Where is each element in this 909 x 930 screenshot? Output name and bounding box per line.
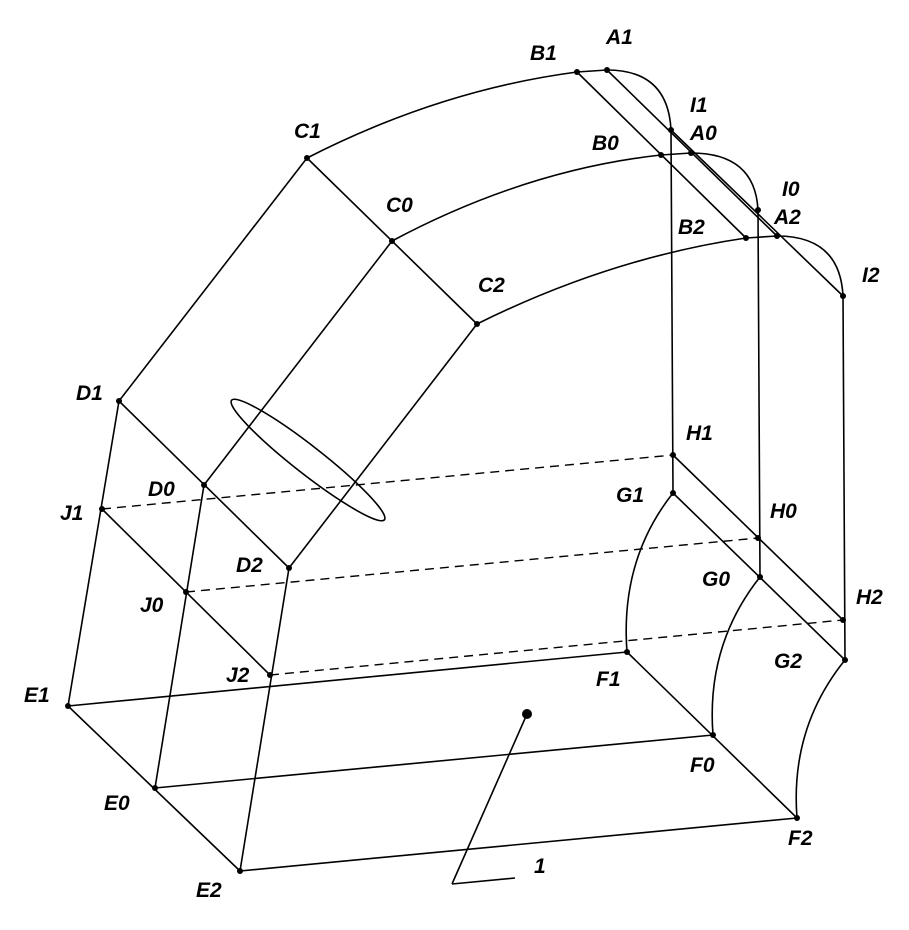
label-h2: H2 [856, 586, 883, 609]
point-c0 [389, 238, 395, 244]
point-c1 [304, 155, 310, 161]
point-g2 [842, 657, 848, 663]
point-a2 [774, 233, 780, 239]
point-f1 [624, 649, 630, 655]
edge-b2-a2 [745, 235, 778, 239]
leader-underline [451, 877, 516, 885]
leader-line [451, 713, 528, 885]
label-e2: E2 [196, 879, 222, 902]
curve-c0-b0 [391, 154, 662, 242]
labels: A1 B1 I1 A0 B0 I0 A2 B2 I2 C1 C0 C2 D1 D… [24, 26, 883, 902]
point-i2 [840, 293, 846, 299]
point-a0 [688, 150, 694, 156]
curve-g0-f0 [711, 576, 761, 736]
label-d0: D0 [148, 478, 175, 501]
label-a0: A0 [689, 122, 717, 145]
corner-a1-i1 [606, 69, 672, 131]
label-f1: F1 [596, 668, 621, 691]
label-i2: I2 [862, 264, 880, 287]
point-f0 [710, 732, 716, 738]
label-g2: G2 [774, 650, 802, 673]
label-c1: C1 [294, 120, 321, 143]
point-a1 [604, 67, 610, 73]
dash-j2-h2 [269, 619, 844, 676]
curve-c2-b2 [476, 237, 747, 325]
label-i1: I1 [690, 94, 708, 117]
point-c2 [474, 321, 480, 327]
edge-i1-i2 [670, 129, 844, 297]
point-j0 [183, 589, 189, 595]
point-d2 [286, 565, 292, 571]
point-e0 [152, 785, 158, 791]
point-h2 [840, 617, 846, 623]
point-i1 [668, 127, 674, 133]
edge-i0-g0 [757, 209, 761, 578]
edge-b0-g1 [670, 129, 674, 494]
edge-e0-f0 [154, 734, 714, 789]
label-d2: D2 [236, 554, 263, 577]
point-j2 [267, 672, 273, 678]
label-leader-1: 1 [534, 855, 546, 878]
label-h1: H1 [686, 422, 713, 445]
curve-c1-b1 [306, 71, 578, 159]
label-e0: E0 [104, 792, 130, 815]
corner-a0-i0 [690, 152, 759, 211]
point-b0 [658, 152, 664, 158]
label-b0: B0 [592, 132, 619, 155]
dash-j1-h1 [101, 454, 674, 510]
label-e1: E1 [24, 684, 50, 707]
edge-c1-d1 [118, 157, 308, 402]
label-f2: F2 [788, 827, 813, 850]
point-i0 [755, 207, 761, 213]
label-j1: J1 [60, 502, 83, 525]
point-h1 [670, 452, 676, 458]
curve-g2-f2 [795, 659, 846, 819]
label-h0: H0 [770, 500, 797, 523]
point-b2 [743, 235, 749, 241]
leader-dot [522, 709, 532, 719]
label-j0: J0 [140, 594, 164, 617]
point-e1 [65, 703, 71, 709]
edge-c0-d0 [203, 240, 393, 486]
section-ellipse [230, 398, 386, 522]
point-g0 [757, 574, 763, 580]
label-j2: J2 [226, 664, 250, 687]
label-d1: D1 [76, 382, 103, 405]
point-d1 [116, 398, 122, 404]
dash-j0-h0 [185, 537, 759, 593]
label-b2: B2 [678, 216, 705, 239]
point-e2 [237, 868, 243, 874]
points [65, 67, 848, 874]
edge-d1-e1 [67, 400, 120, 707]
label-b1: B1 [530, 42, 557, 65]
label-f0: F0 [690, 754, 715, 777]
point-j1 [99, 506, 105, 512]
edge-d2-e2 [239, 567, 290, 872]
label-i0: I0 [782, 178, 800, 201]
point-f2 [794, 815, 800, 821]
label-a1: A1 [605, 26, 633, 49]
edge-e1-f1 [67, 651, 628, 707]
curve-g1-f1 [625, 492, 674, 653]
point-b1 [574, 69, 580, 75]
edge-b1-a1 [576, 69, 608, 73]
edge-c2-d2 [288, 323, 478, 569]
corner-a2-i2 [776, 235, 844, 297]
edge-e2-f2 [239, 817, 798, 872]
edge-i2-g2 [842, 295, 846, 661]
edge-b0-a0 [660, 152, 692, 156]
label-c0: C0 [386, 194, 413, 217]
point-g1 [670, 490, 676, 496]
label-g0: G0 [702, 568, 730, 591]
edge-d0-e0 [154, 484, 205, 789]
point-d0 [201, 482, 207, 488]
label-c2: C2 [478, 274, 505, 297]
point-h0 [755, 535, 761, 541]
label-g1: G1 [616, 484, 644, 507]
label-a2: A2 [773, 206, 801, 229]
